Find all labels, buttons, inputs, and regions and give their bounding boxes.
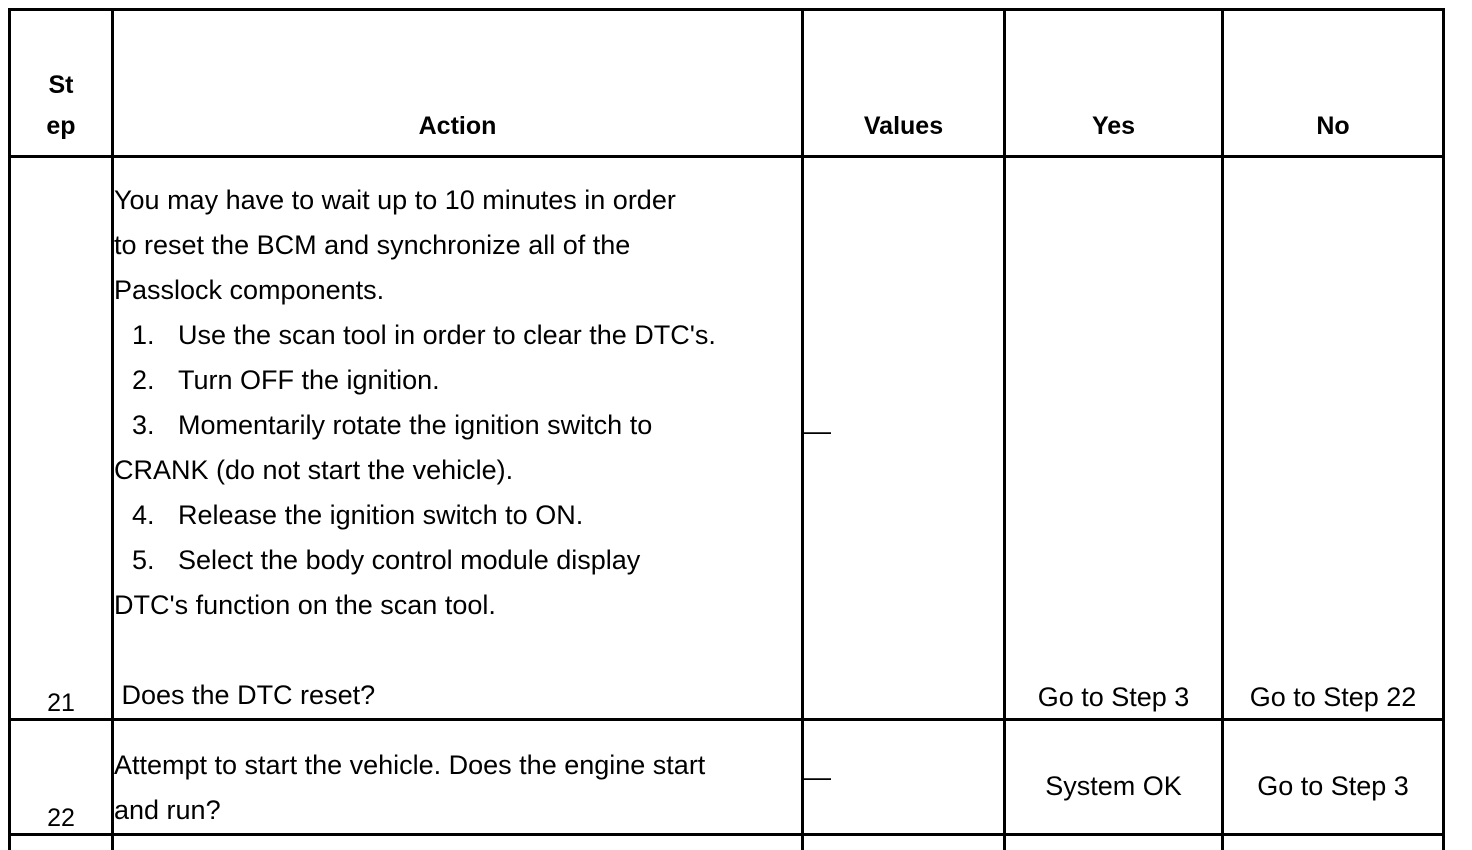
no-cell: Go to Step 22 [1223, 157, 1444, 720]
action-list-number: 5. [132, 538, 178, 583]
action-spacer [114, 628, 801, 673]
action-list-number: 4. [132, 493, 178, 538]
step-cell-partial [10, 835, 113, 850]
action-list-text: Momentarily rotate the ignition switch t… [178, 410, 652, 440]
column-header-step-line2: ep [11, 106, 111, 147]
action-list-number: 3. [132, 403, 178, 448]
action-cell-partial [113, 835, 803, 850]
yes-cell-partial [1005, 835, 1223, 850]
values-cell: — [803, 720, 1005, 835]
column-header-step: St ep [10, 10, 113, 157]
action-list-number: 2. [132, 358, 178, 403]
column-header-action: Action [113, 10, 803, 157]
action-list-number: 1. [132, 313, 178, 358]
action-intro-line: You may have to wait up to 10 minutes in… [114, 178, 801, 223]
action-list-item: 3.Momentarily rotate the ignition switch… [114, 403, 801, 448]
action-list-item: 4.Release the ignition switch to ON. [114, 493, 801, 538]
step-number: 21 [10, 157, 113, 720]
action-intro-line: to reset the BCM and synchronize all of … [114, 223, 801, 268]
action-list-text: Select the body control module display [178, 545, 640, 575]
action-list-text: Use the scan tool in order to clear the … [178, 320, 716, 350]
column-header-yes: Yes [1005, 10, 1223, 157]
column-header-no: No [1223, 10, 1444, 157]
table-row: 22 Attempt to start the vehicle. Does th… [10, 720, 1444, 835]
action-continuation-line: DTC's function on the scan tool. [114, 583, 801, 628]
table-row: 21 You may have to wait up to 10 minutes… [10, 157, 1444, 720]
action-list-item: 2.Turn OFF the ignition. [114, 358, 801, 403]
action-continuation-line: CRANK (do not start the vehicle). [114, 448, 801, 493]
action-list-item: 1.Use the scan tool in order to clear th… [114, 313, 801, 358]
no-cell-partial [1223, 835, 1444, 850]
no-cell: Go to Step 3 [1223, 720, 1444, 835]
yes-cell: System OK [1005, 720, 1223, 835]
action-list-text: Release the ignition switch to ON. [178, 500, 583, 530]
step-number: 22 [10, 720, 113, 835]
action-list-item: 5.Select the body control module display [114, 538, 801, 583]
diagnostic-step-table: St ep Action Values Yes No 21 You may ha… [8, 8, 1445, 850]
values-cell-partial [803, 835, 1005, 850]
column-header-values: Values [803, 10, 1005, 157]
table-header-row: St ep Action Values Yes No [10, 10, 1444, 157]
yes-cell: Go to Step 3 [1005, 157, 1223, 720]
action-question: Does the DTC reset? [114, 673, 801, 718]
action-intro-line: Attempt to start the vehicle. Does the e… [114, 743, 801, 788]
action-intro-line: Passlock components. [114, 268, 801, 313]
values-cell: — [803, 157, 1005, 720]
action-list-text: Turn OFF the ignition. [178, 365, 440, 395]
action-intro-line: and run? [114, 788, 801, 833]
table-row-partial [10, 835, 1444, 850]
action-cell: Attempt to start the vehicle. Does the e… [113, 720, 803, 835]
action-cell: You may have to wait up to 10 minutes in… [113, 157, 803, 720]
column-header-step-line1: St [11, 65, 111, 106]
